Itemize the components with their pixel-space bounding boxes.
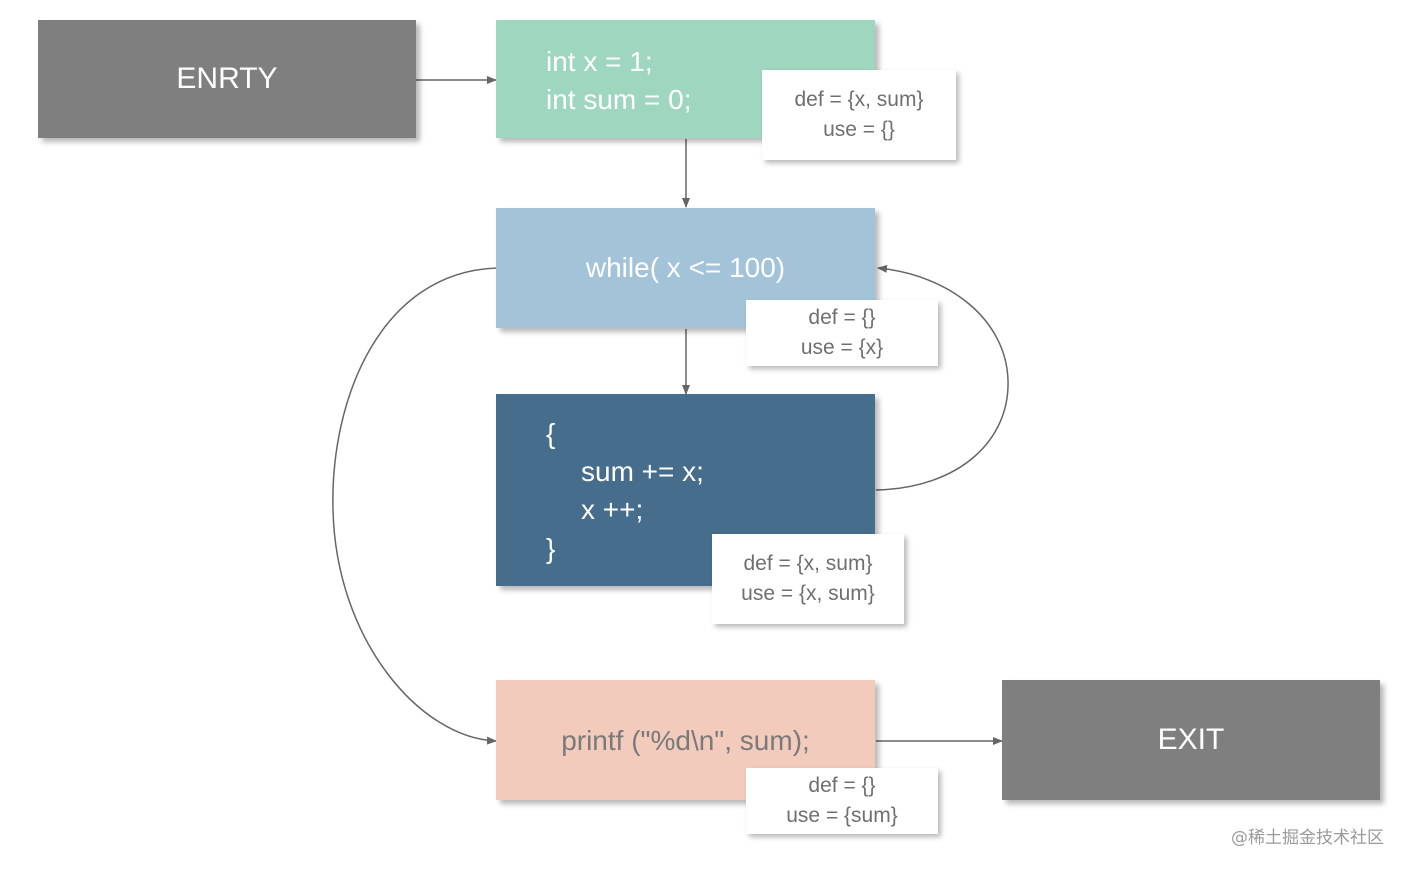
edge-body-to-cond-loop [875, 264, 1009, 491]
body-line-increment: x ++; [581, 494, 644, 525]
condition-use: use = {x} [800, 336, 884, 359]
body-line-close-brace: } [546, 533, 556, 564]
print-label: printf ("%d\n", sum); [561, 725, 810, 756]
exit-label: EXIT [1157, 723, 1225, 756]
loop-body-block: { sum += x; x ++; } [496, 394, 875, 586]
condition-def: def = {} [808, 306, 876, 329]
init-def: def = {x, sum} [794, 88, 924, 111]
watermark: @稀土掘金技术社区 [1231, 828, 1384, 848]
init-line-2: int sum = 0; [546, 84, 692, 115]
entry-node: ENRTY [38, 20, 416, 138]
exit-node: EXIT [1002, 680, 1380, 800]
init-def-use-note: def = {x, sum} use = {} [762, 70, 956, 160]
init-line-1: int x = 1; [546, 46, 653, 77]
body-use: use = {x, sum} [741, 582, 875, 605]
print-use: use = {sum} [786, 804, 898, 827]
print-def: def = {} [808, 774, 876, 797]
entry-label: ENRTY [176, 62, 278, 95]
body-def: def = {x, sum} [743, 552, 873, 575]
edge-cond-to-print [332, 267, 498, 745]
condition-block: while( x <= 100) [496, 208, 875, 328]
body-def-use-note: def = {x, sum} use = {x, sum} [712, 534, 904, 624]
body-line-sum: sum += x; [581, 456, 704, 487]
init-use: use = {} [823, 118, 895, 141]
condition-label: while( x <= 100) [585, 252, 786, 283]
body-line-open-brace: { [546, 418, 556, 449]
condition-def-use-note: def = {} use = {x} [746, 300, 938, 366]
print-def-use-note: def = {} use = {sum} [746, 768, 938, 834]
